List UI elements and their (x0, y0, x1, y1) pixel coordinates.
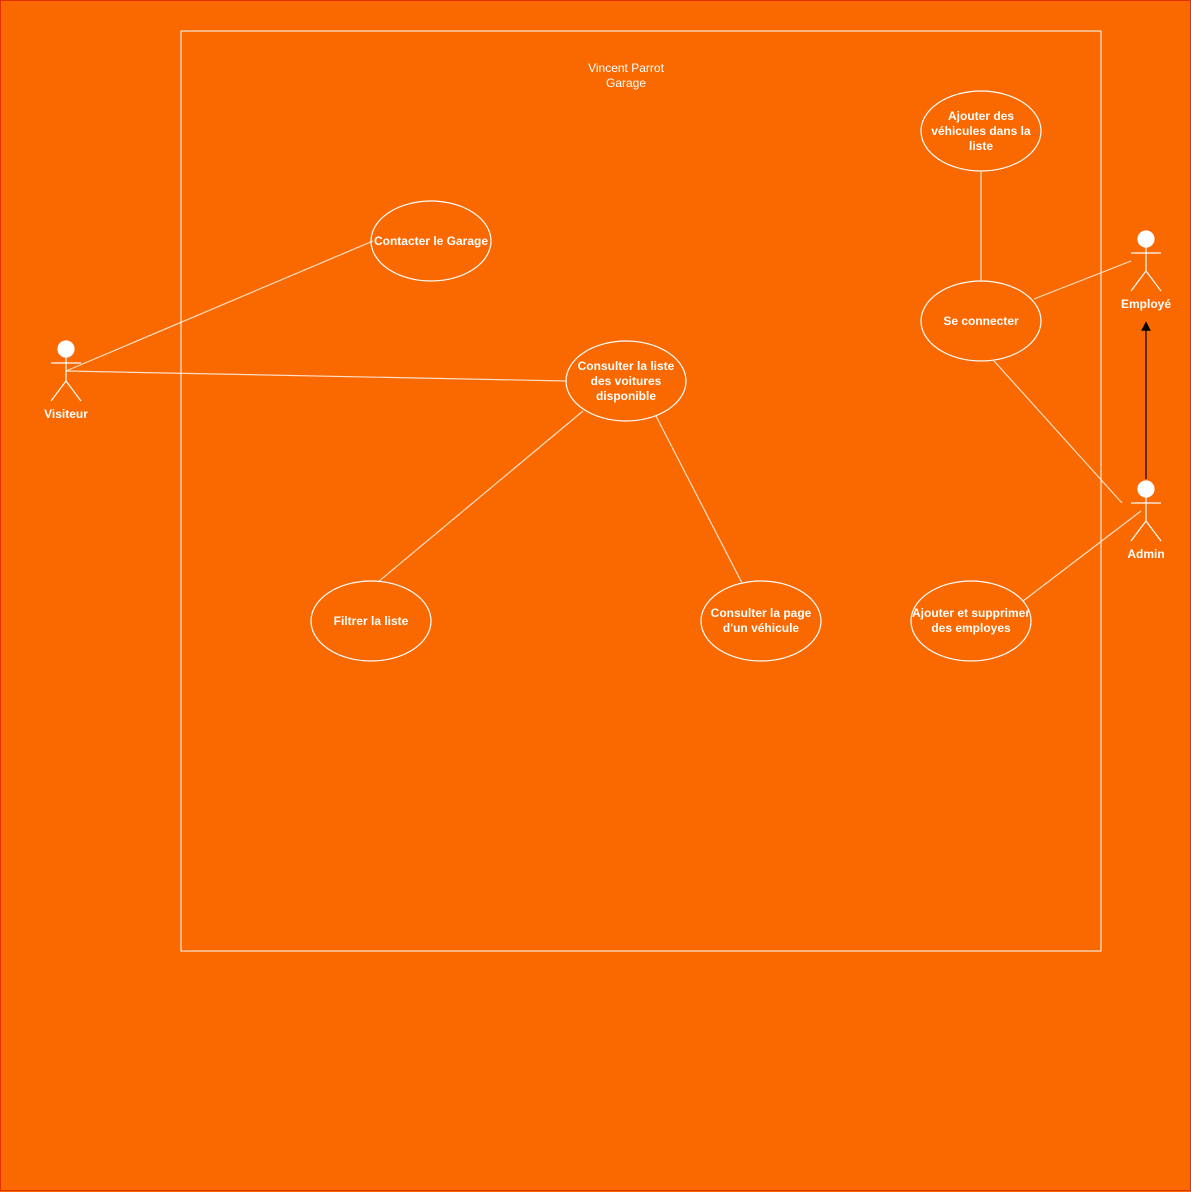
association-consulter-filtrer (377, 410, 584, 583)
usecase-contacter-ellipse[interactable] (370, 200, 492, 282)
usecase-se-connecter-ellipse[interactable] (920, 280, 1042, 362)
usecase-contacter-label: Contacter le Garage (373, 233, 489, 248)
system-title: Vincent Parrot Garage (588, 61, 664, 90)
usecase-consulter-liste-ellipse[interactable] (565, 340, 687, 422)
actor-visiteur-label: Visiteur (44, 407, 88, 421)
usecase-consulter-page-label: Consulter la page d'un véhicule (710, 606, 812, 635)
association-visiteur-contacter (65, 240, 374, 372)
actor-visiteur-figure[interactable] (50, 340, 82, 402)
usecase-ajouter-employes-label: Ajouter et supprimer des employes (911, 606, 1031, 635)
actor-admin-label: Admin (1127, 547, 1165, 561)
association-visiteur-consulter-liste (65, 370, 568, 382)
usecase-ajouter-employes-ellipse[interactable] (910, 580, 1032, 662)
actor-admin-figure[interactable] (1130, 480, 1162, 542)
association-consulter-page (655, 415, 743, 584)
actor-employe-figure[interactable] (1130, 230, 1162, 292)
association-admin-ajouter-employes (1022, 510, 1142, 602)
system-boundary (180, 30, 1102, 952)
usecase-ajouter-vehicules-label: Ajouter des véhicules dans la liste (931, 108, 1031, 153)
association-admin-connecter (993, 360, 1123, 504)
association-employe-connecter (1033, 260, 1132, 300)
usecase-consulter-page-ellipse[interactable] (700, 580, 822, 662)
usecase-ajouter-vehicules-ellipse[interactable] (920, 90, 1042, 172)
usecase-filtrer-ellipse[interactable] (310, 580, 432, 662)
usecase-filtrer-label: Filtrer la liste (333, 613, 409, 628)
usecase-se-connecter-label: Se connecter (943, 313, 1019, 328)
usecase-consulter-liste-label: Consulter la liste des voitures disponib… (577, 358, 675, 403)
actor-employe-label: Employé (1120, 297, 1171, 311)
